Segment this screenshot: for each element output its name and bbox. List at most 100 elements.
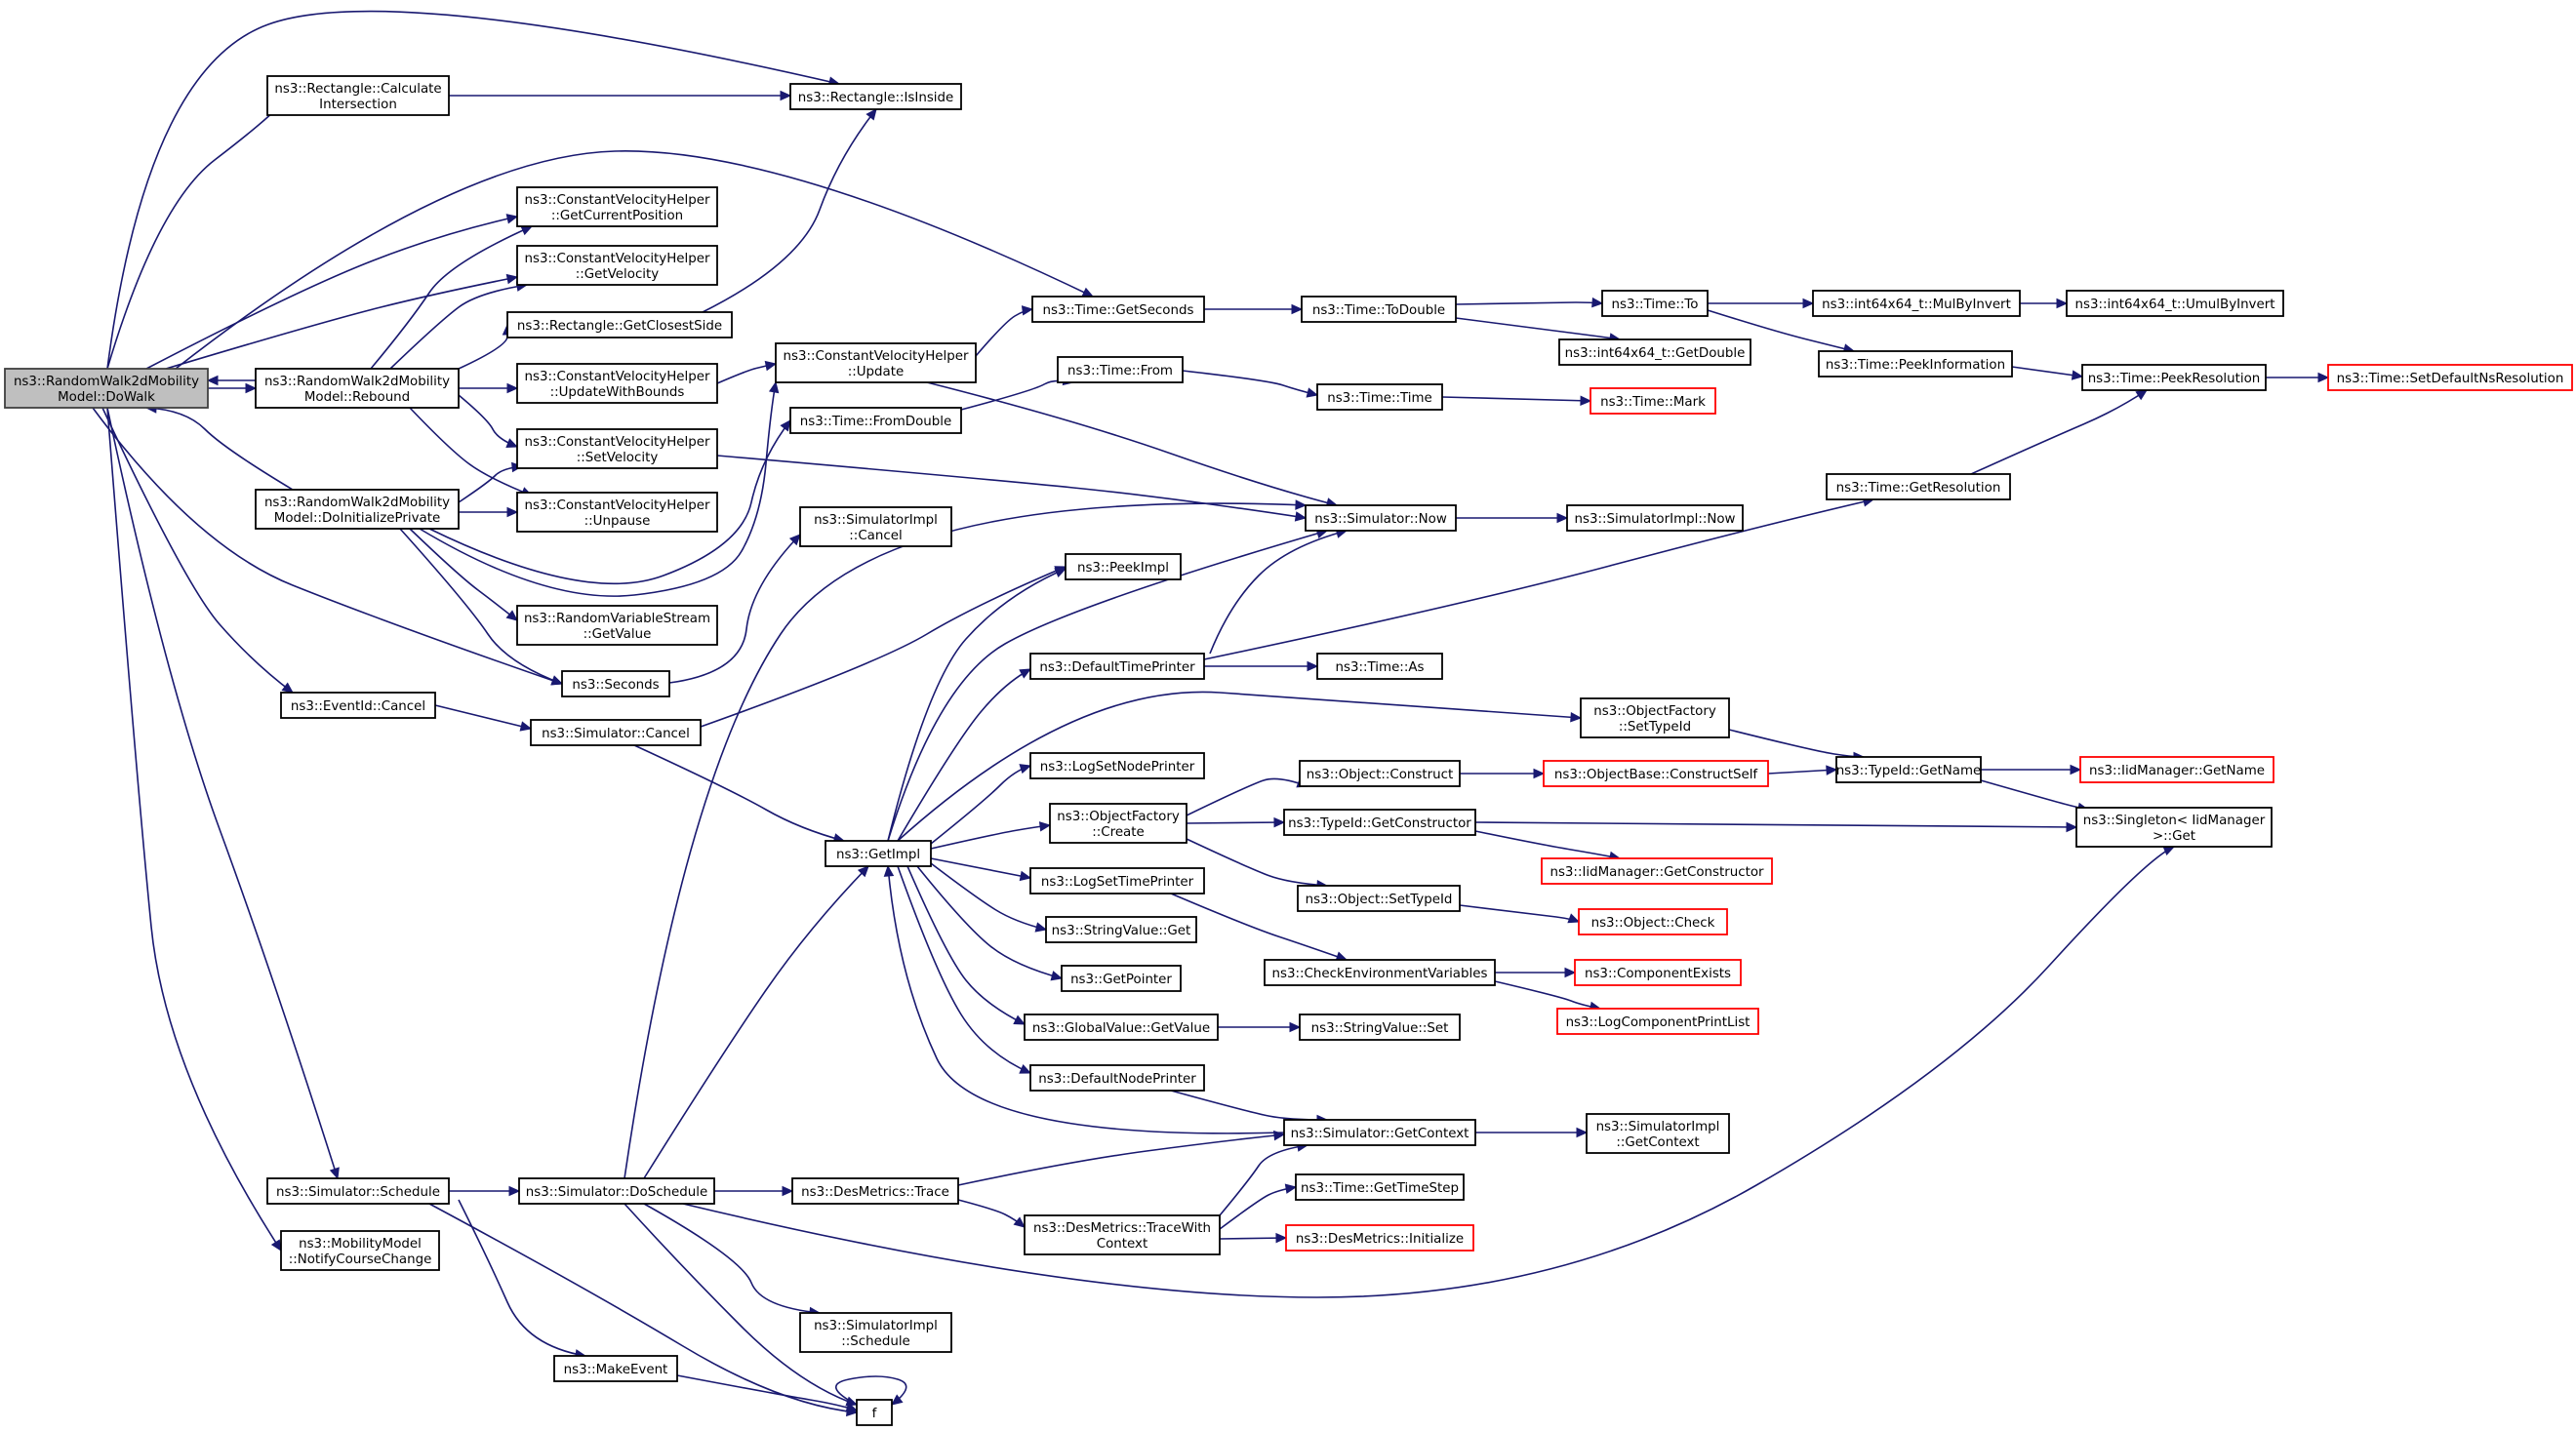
node-ofsettypeid[interactable]: ns3::ObjectFactory::SetTypeId bbox=[1580, 697, 1730, 738]
node-label: ns3::DesMetrics::Initialize bbox=[1296, 1232, 1464, 1247]
node-iidgetctor[interactable]: ns3::IidManager::GetConstructor bbox=[1541, 857, 1773, 885]
node-iidgetname[interactable]: ns3::IidManager::GetName bbox=[2079, 756, 2274, 783]
node-label: ns3::ConstantVelocityHelper bbox=[524, 252, 709, 266]
node-label: ns3::Time::SetDefaultNsResolution bbox=[2337, 372, 2564, 386]
node-getvel[interactable]: ns3::ConstantVelocityHelper::GetVelocity bbox=[516, 245, 718, 286]
node-setvel[interactable]: ns3::ConstantVelocityHelper::SetVelocity bbox=[516, 428, 718, 469]
node-getseconds[interactable]: ns3::Time::GetSeconds bbox=[1031, 296, 1205, 323]
node-label: ::GetValue bbox=[584, 627, 652, 642]
node-todouble[interactable]: ns3::Time::ToDouble bbox=[1301, 296, 1457, 323]
node-objsettypeid[interactable]: ns3::Object::SetTypeId bbox=[1297, 885, 1461, 912]
node-destrace[interactable]: ns3::DesMetrics::Trace bbox=[791, 1177, 959, 1205]
node-doinit[interactable]: ns3::RandomWalk2dMobilityModel::DoInitia… bbox=[255, 489, 460, 530]
edge-doschedule-to-simimplsched bbox=[643, 1203, 822, 1318]
node-peekimpl[interactable]: ns3::PeekImpl bbox=[1065, 553, 1182, 580]
node-label: ns3::int64x64_t::GetDouble bbox=[1565, 346, 1746, 361]
edge-doschedule-to-getimpl bbox=[643, 865, 869, 1179]
node-label: Model::Rebound bbox=[304, 390, 410, 405]
edge-doinit-to-dowalk bbox=[144, 403, 294, 491]
node-seconds[interactable]: ns3::Seconds bbox=[561, 670, 670, 697]
node-lsnp[interactable]: ns3::LogSetNodePrinter bbox=[1029, 752, 1205, 779]
node-typeidgetname[interactable]: ns3::TypeId::GetName bbox=[1835, 756, 1982, 783]
node-makeevent[interactable]: ns3::MakeEvent bbox=[553, 1355, 678, 1382]
node-ofcreate[interactable]: ns3::ObjectFactory::Create bbox=[1049, 803, 1187, 844]
node-simnow[interactable]: ns3::Simulator::Now bbox=[1305, 504, 1457, 532]
node-getctor[interactable]: ns3::TypeId::GetConstructor bbox=[1283, 809, 1476, 836]
node-evcancel[interactable]: ns3::EventId::Cancel bbox=[280, 692, 436, 719]
node-label: ns3::Time::GetSeconds bbox=[1043, 303, 1194, 318]
node-mulbyinvert[interactable]: ns3::int64x64_t::MulByInvert bbox=[1812, 290, 2021, 317]
node-simimplgetctx[interactable]: ns3::SimulatorImpl::GetContext bbox=[1586, 1113, 1730, 1154]
edge-doinit-to-setvel bbox=[458, 461, 524, 503]
node-singleton[interactable]: ns3::Singleton< IidManager >::Get bbox=[2075, 807, 2273, 848]
edge-typeidgetname-to-iidgetname bbox=[1981, 764, 2082, 775]
node-getctx[interactable]: ns3::Simulator::GetContext bbox=[1283, 1119, 1476, 1146]
edge-updbounds-to-cvhupdate bbox=[716, 360, 778, 384]
node-peekres[interactable]: ns3::Time::PeekResolution bbox=[2081, 364, 2267, 391]
edge-getseconds-to-todouble bbox=[1204, 303, 1304, 315]
node-updbounds[interactable]: ns3::ConstantVelocityHelper::UpdateWithB… bbox=[516, 363, 718, 404]
node-doschedule[interactable]: ns3::Simulator::DoSchedule bbox=[518, 1177, 715, 1205]
node-int64getdouble[interactable]: ns3::int64x64_t::GetDouble bbox=[1558, 338, 1751, 366]
node-logcpl[interactable]: ns3::LogComponentPrintList bbox=[1556, 1008, 1759, 1035]
node-svset[interactable]: ns3::StringValue::Set bbox=[1299, 1014, 1461, 1041]
node-label: ns3::Rectangle::GetClosestSide bbox=[517, 319, 722, 334]
node-lstp[interactable]: ns3::LogSetTimePrinter bbox=[1029, 867, 1205, 894]
edge-getimpl-to-svget bbox=[930, 862, 1048, 933]
node-simimplcancel[interactable]: ns3::SimulatorImpl::Cancel bbox=[799, 506, 952, 547]
node-label: ns3::StringValue::Set bbox=[1311, 1021, 1449, 1036]
node-simschedule[interactable]: ns3::Simulator::Schedule bbox=[266, 1177, 450, 1205]
node-desinit[interactable]: ns3::DesMetrics::Initialize bbox=[1285, 1224, 1474, 1252]
node-unpause[interactable]: ns3::ConstantVelocityHelper::Unpause bbox=[516, 492, 718, 533]
node-fromdouble[interactable]: ns3::Time::FromDouble bbox=[789, 407, 962, 434]
node-simimplnow[interactable]: ns3::SimulatorImpl::Now bbox=[1566, 504, 1744, 532]
node-umulbyinvert[interactable]: ns3::int64x64_t::UmulByInvert bbox=[2066, 290, 2284, 317]
node-getres[interactable]: ns3::Time::GetResolution bbox=[1826, 473, 2011, 500]
node-timetime[interactable]: ns3::Time::Time bbox=[1316, 383, 1443, 411]
node-gvget[interactable]: ns3::GlobalValue::GetValue bbox=[1024, 1014, 1219, 1041]
node-construct[interactable]: ns3::Object::Construct bbox=[1299, 760, 1461, 787]
node-timefrom[interactable]: ns3::Time::From bbox=[1057, 356, 1184, 383]
node-getcurpos[interactable]: ns3::ConstantVelocityHelper::GetCurrentP… bbox=[516, 186, 718, 227]
node-dtp[interactable]: ns3::DefaultTimePrinter bbox=[1029, 653, 1205, 680]
node-checkenv[interactable]: ns3::CheckEnvironmentVariables bbox=[1264, 959, 1496, 986]
edge-evcancel-to-simcancel bbox=[434, 704, 533, 732]
node-timemark[interactable]: ns3::Time::Mark bbox=[1590, 387, 1716, 415]
node-getclosest[interactable]: ns3::Rectangle::GetClosestSide bbox=[506, 311, 733, 338]
node-notify[interactable]: ns3::MobilityModel::NotifyCourseChange bbox=[280, 1230, 440, 1271]
edge-timetime-to-timemark bbox=[1441, 395, 1592, 406]
node-gettimestep[interactable]: ns3::Time::GetTimeStep bbox=[1295, 1173, 1465, 1201]
node-dnp[interactable]: ns3::DefaultNodePrinter bbox=[1029, 1064, 1205, 1092]
node-setdefres[interactable]: ns3::Time::SetDefaultNsResolution bbox=[2327, 364, 2573, 391]
node-simimplsched[interactable]: ns3::SimulatorImpl::Schedule bbox=[799, 1312, 952, 1353]
edge-typeidgetname-to-singleton bbox=[1980, 779, 2090, 814]
node-obcself[interactable]: ns3::ObjectBase::ConstructSelf bbox=[1543, 760, 1769, 787]
node-peekinfo[interactable]: ns3::Time::PeekInformation bbox=[1818, 350, 2013, 378]
node-getimpl[interactable]: ns3::GetImpl bbox=[825, 840, 932, 867]
node-label: ns3::GlobalValue::GetValue bbox=[1032, 1021, 1210, 1036]
edge-dtp-to-timeas bbox=[1204, 660, 1319, 672]
node-compexists[interactable]: ns3::ComponentExists bbox=[1574, 959, 1742, 986]
node-rvsget[interactable]: ns3::RandomVariableStream::GetValue bbox=[516, 605, 718, 646]
edge-destracectx-to-gettimestep bbox=[1219, 1183, 1298, 1230]
node-getpointer[interactable]: ns3::GetPointer bbox=[1061, 965, 1182, 992]
edge-rebound-to-setvel bbox=[458, 394, 519, 448]
node-label: ns3::Object::Construct bbox=[1307, 768, 1454, 782]
node-timeas[interactable]: ns3::Time::As bbox=[1316, 653, 1443, 680]
node-isinside[interactable]: ns3::Rectangle::IsInside bbox=[789, 83, 962, 110]
node-timeto[interactable]: ns3::Time::To bbox=[1601, 290, 1709, 317]
node-cvhupdate[interactable]: ns3::ConstantVelocityHelper::Update bbox=[775, 342, 977, 383]
node-label: ::GetContext bbox=[1616, 1135, 1699, 1150]
edge-ofcreate-to-objsettypeid bbox=[1186, 838, 1329, 891]
node-f[interactable]: f bbox=[856, 1399, 893, 1426]
node-label: ns3::StringValue::Get bbox=[1052, 924, 1191, 938]
edge-simschedule-to-doschedule bbox=[449, 1185, 521, 1197]
node-objcheck[interactable]: ns3::Object::Check bbox=[1578, 908, 1728, 935]
edge-doinit-to-seconds bbox=[399, 528, 564, 686]
node-svget[interactable]: ns3::StringValue::Get bbox=[1045, 916, 1197, 943]
node-simcancel[interactable]: ns3::Simulator::Cancel bbox=[530, 719, 702, 746]
